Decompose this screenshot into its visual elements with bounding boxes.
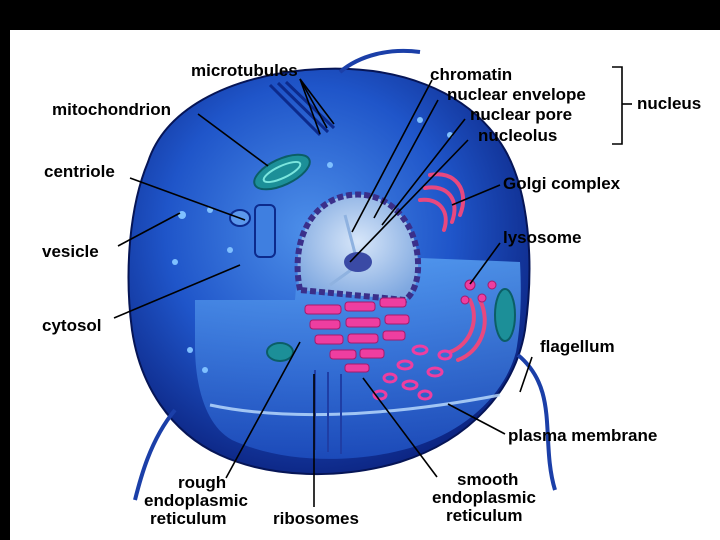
- label-chromatin: chromatin: [430, 65, 512, 84]
- label-mitochondrion: mitochondrion: [52, 100, 171, 119]
- label-centriole: centriole: [44, 162, 115, 181]
- label-golgi: Golgi complex: [503, 174, 621, 193]
- label-nucleolus: nucleolus: [478, 126, 557, 145]
- label-nuclear-pore: nuclear pore: [470, 105, 572, 124]
- label-plasma-membrane: plasma membrane: [508, 426, 657, 445]
- cell-projection-shape: [135, 410, 175, 500]
- label-lysosome: lysosome: [503, 228, 581, 247]
- label-vesicle: vesicle: [42, 242, 99, 261]
- label-rough-er-1: rough: [178, 473, 226, 492]
- label-flagellum: flagellum: [540, 337, 615, 356]
- flagellum-shape: [518, 355, 555, 490]
- label-smooth-er-2: endoplasmic: [432, 488, 536, 507]
- label-ribosomes: ribosomes: [273, 509, 359, 528]
- label-microtubules: microtubules: [191, 61, 298, 80]
- label-nucleus: nucleus: [637, 94, 701, 113]
- label-rough-er-2: endoplasmic: [144, 491, 248, 510]
- label-rough-er-3: reticulum: [150, 509, 227, 528]
- label-smooth-er-1: smooth: [457, 470, 518, 489]
- label-nuclear-envelope: nuclear envelope: [447, 85, 586, 104]
- label-smooth-er-3: reticulum: [446, 506, 523, 525]
- label-cytosol: cytosol: [42, 316, 102, 335]
